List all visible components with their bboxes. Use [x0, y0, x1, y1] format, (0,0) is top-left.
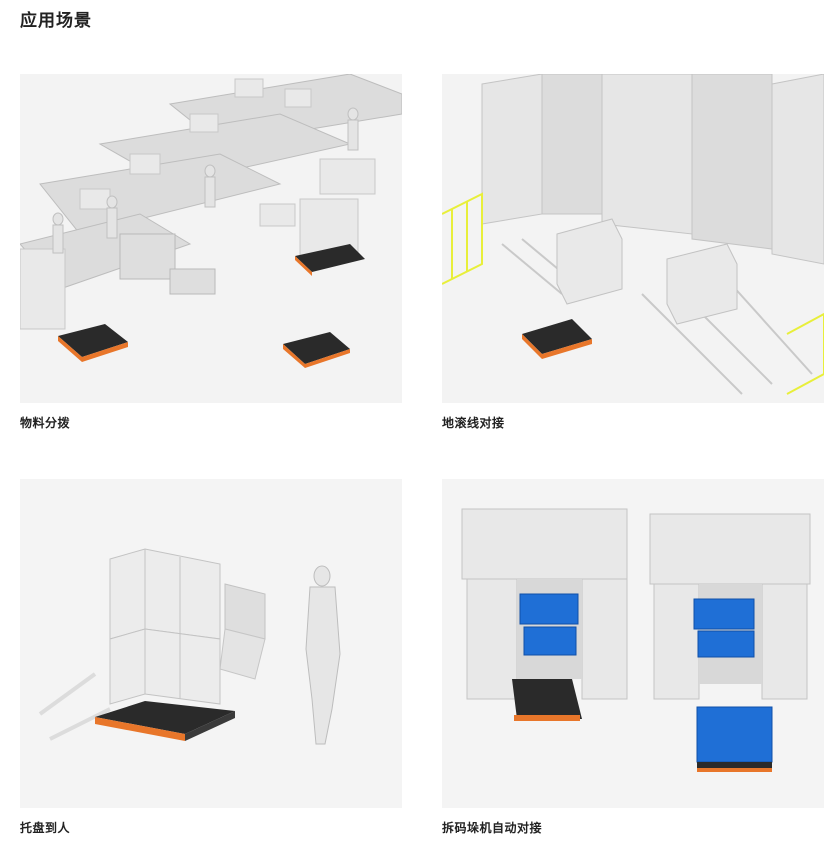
scenario-image-pallet-to-person	[20, 479, 402, 808]
scenario-card-material-sorting[interactable]: 物料分拨	[20, 74, 402, 431]
scenario-card-roller-docking[interactable]: 地滚线对接	[442, 74, 824, 431]
scenario-caption: 托盘到人	[20, 821, 71, 835]
scenario-image-roller-docking	[442, 74, 824, 403]
scenario-card-palletizer-docking[interactable]: 拆码垛机自动对接	[442, 479, 824, 836]
scenario-image-material-sorting	[20, 74, 402, 403]
scenario-caption: 物料分拨	[20, 416, 71, 430]
scenario-card-pallet-to-person[interactable]: 托盘到人	[20, 479, 402, 836]
page-title: 应用场景	[20, 11, 92, 31]
scenario-caption: 地滚线对接	[442, 416, 505, 430]
scenario-caption: 拆码垛机自动对接	[442, 821, 543, 835]
scenario-image-palletizer-docking	[442, 479, 824, 808]
